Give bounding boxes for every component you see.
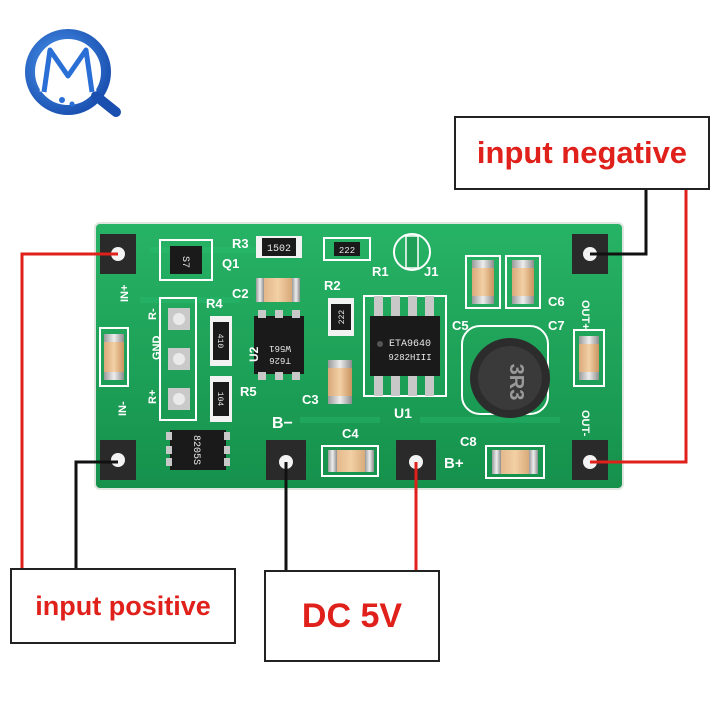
svg-text:W561: W561: [269, 343, 291, 353]
svg-text:104: 104: [215, 392, 224, 407]
wire-out-minus: [590, 190, 688, 464]
silk-r4: R4: [206, 296, 223, 311]
silk-b-minus: B−: [272, 415, 293, 432]
silk-r1: R1: [372, 264, 389, 279]
c1-capacitor: [99, 327, 129, 387]
wires: [20, 190, 688, 570]
silk-in-plus: IN+: [119, 285, 131, 302]
silk-r3: R3: [232, 236, 249, 251]
mq-logo-icon: [25, 29, 121, 117]
c3-capacitor: [328, 360, 352, 404]
r3-resistor: 1502: [256, 236, 302, 258]
silk-c3: C3: [302, 392, 319, 407]
silk-q1: Q1: [222, 256, 239, 271]
silk-in-minus: IN-: [117, 401, 129, 416]
silk-c6: C6: [548, 294, 565, 309]
c8-capacitor: [485, 445, 545, 479]
svg-text:9282HIII: 9282HIII: [388, 353, 431, 363]
pad-out-minus: [572, 440, 608, 480]
q1-transistor: S7: [159, 239, 213, 281]
c6-capacitor: [505, 255, 541, 309]
r2-resistor: 222: [328, 298, 354, 336]
silk-c8: C8: [460, 434, 477, 449]
silk-c5: C5: [452, 318, 469, 333]
u2-chip: W561 T626: [254, 310, 304, 380]
svg-text:222: 222: [338, 310, 347, 325]
svg-text:410: 410: [215, 334, 224, 349]
silk-c7: C7: [548, 318, 565, 333]
label-dc-5v-text: DC 5V: [301, 596, 403, 635]
svg-text:1502: 1502: [267, 244, 291, 255]
c4-capacitor: [321, 445, 379, 477]
svg-text:3R3: 3R3: [505, 364, 527, 401]
pin-header: [159, 297, 197, 421]
silk-u1: U1: [394, 405, 412, 421]
label-input-positive-text: input positive: [35, 590, 211, 621]
wire-out-plus: [590, 190, 648, 256]
svg-text:S7: S7: [179, 256, 190, 268]
silk-gnd: GND: [151, 336, 163, 361]
silk-c2: C2: [232, 286, 249, 301]
c2-capacitor: [256, 278, 300, 302]
pad-in-minus: [100, 440, 136, 480]
u1-chip: ETA9640 9282HIII: [363, 295, 447, 397]
c5-capacitor: [465, 255, 501, 309]
label-dc-5v: DC 5V: [264, 570, 440, 662]
top-resistor-222: 222: [323, 237, 371, 261]
svg-text:8205S: 8205S: [190, 435, 201, 465]
silk-b-plus: B+: [444, 455, 464, 472]
r4-resistor: 410: [210, 316, 232, 366]
wire-input-negative-bottom: [74, 460, 118, 568]
silk-r5: R5: [240, 384, 257, 399]
silk-r-plus: R+: [147, 390, 159, 404]
label-input-positive: input positive: [10, 568, 236, 644]
label-input-negative: input negative: [454, 116, 710, 190]
c7-capacitor: [573, 329, 605, 387]
r5-resistor: 104: [210, 376, 232, 422]
label-input-negative-text: input negative: [476, 135, 688, 170]
wire-input-positive: [20, 252, 118, 568]
silk-out-plus: OUT+: [579, 300, 591, 330]
silk-out-minus: OUT-: [579, 410, 591, 437]
svg-text:T626: T626: [269, 355, 291, 365]
silk-c4: C4: [342, 426, 359, 441]
svg-text:ETA9640: ETA9640: [389, 339, 431, 350]
silk-u2: U2: [247, 346, 261, 362]
j1-jumper: [393, 233, 431, 271]
bottom-chip: 8205S: [166, 430, 230, 470]
silkscreen-labels: Q1 R3 R1 J1 R4 C2 R2 U2 R5 C3 C4 C5 C6 C…: [117, 236, 591, 472]
svg-text:222: 222: [339, 246, 355, 256]
silk-j1: J1: [424, 264, 438, 279]
silk-r-minus: R-: [147, 308, 159, 320]
inductor: 3R3: [461, 325, 550, 418]
silk-r2: R2: [324, 278, 341, 293]
